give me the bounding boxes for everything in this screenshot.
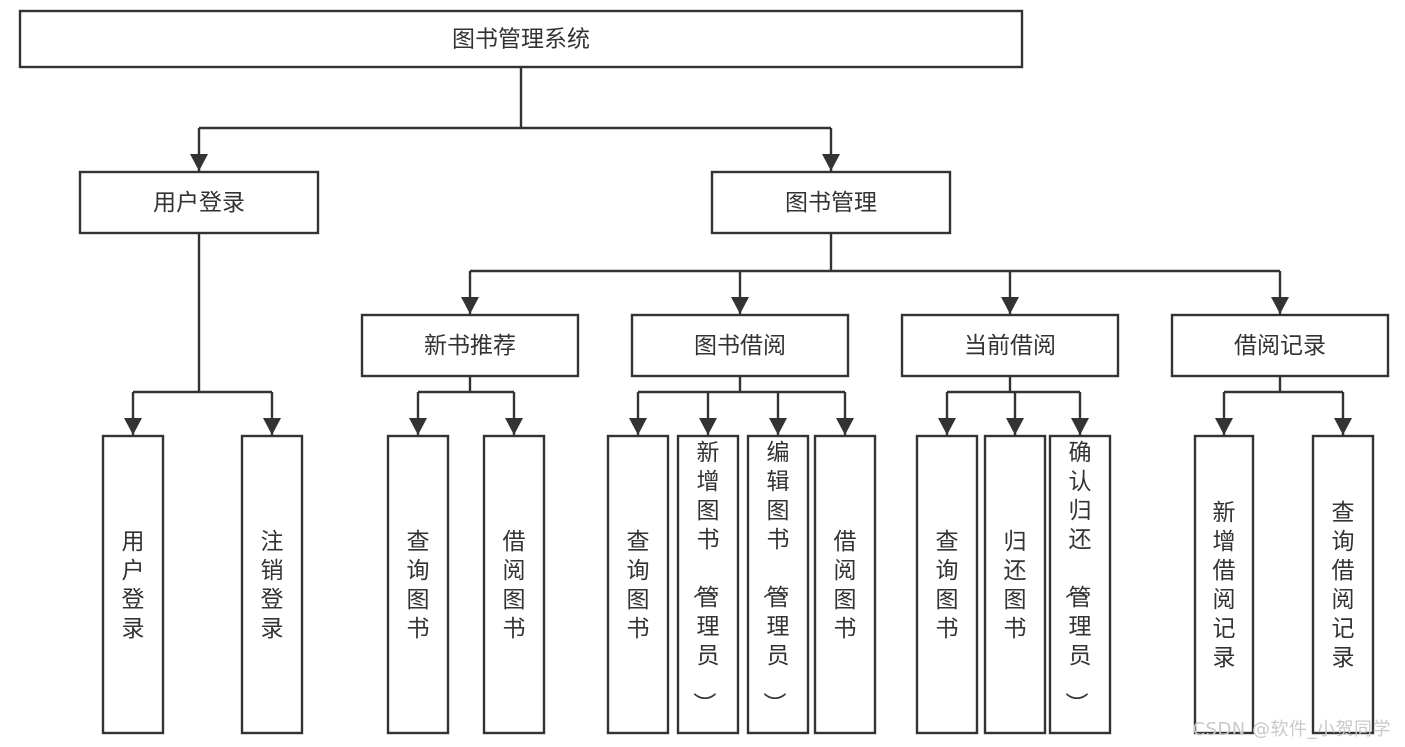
connector-group-current-borrow [938,376,1089,435]
arrow-head-icon [731,297,749,314]
node-box-leaf-edit-book [746,434,810,735]
node-label-book-manage: 图书管理 [785,190,877,216]
node-leaf-query-book-cb[interactable]: 查询图书 [915,434,979,735]
arrow-head-icon [1071,418,1089,435]
node-label-new-book-rec: 新书推荐 [424,333,516,359]
arrow-head-icon [1215,418,1233,435]
node-label-leaf-edit-book: 编辑图书（管理员） [761,440,790,715]
watermark: CSDN @软件_小贺同学 [1192,719,1391,740]
arrow-head-icon [263,418,281,435]
node-box-borrow-record [1170,313,1390,378]
node-label-leaf-query-book-rec: 查询图书 [407,529,430,642]
node-label-user-login: 用户登录 [153,190,245,216]
node-leaf-edit-book[interactable]: 编辑图书（管理员） [746,434,810,735]
node-label-leaf-borrow-book-rec: 借阅图书 [503,529,526,642]
arrow-head-icon [629,418,647,435]
node-leaf-borrow-book-bb[interactable]: 借阅图书 [813,434,877,735]
node-label-root: 图书管理系统 [452,27,590,53]
node-box-leaf-borrow-book-bb [813,434,877,735]
node-box-root [18,9,1024,69]
node-label-borrow-record: 借阅记录 [1234,333,1326,359]
node-box-leaf-user-login [101,434,165,735]
node-label-leaf-query-book-cb: 查询图书 [936,529,959,642]
node-book-borrow[interactable]: 图书借阅 [630,313,850,378]
node-box-current-borrow [900,313,1120,378]
node-label-leaf-add-record: 新增借阅记录 [1213,500,1236,671]
node-box-new-book-rec [360,313,580,378]
node-box-leaf-return-book [983,434,1047,735]
node-label-leaf-borrow-book-bb: 借阅图书 [834,529,857,642]
node-borrow-record[interactable]: 借阅记录 [1170,313,1390,378]
node-user-login[interactable]: 用户登录 [78,170,320,235]
node-new-book-rec[interactable]: 新书推荐 [360,313,580,378]
connector-group-book-manage [461,233,1289,314]
node-leaf-return-book[interactable]: 归还图书 [983,434,1047,735]
connector-group-book-borrow [629,376,854,435]
node-leaf-user-login[interactable]: 用户登录 [101,434,165,735]
node-label-leaf-query-record: 查询借阅记录 [1332,500,1355,671]
arrow-head-icon [1271,297,1289,314]
node-box-user-login [78,170,320,235]
arrow-head-icon [409,418,427,435]
arrow-head-icon [1006,418,1024,435]
node-box-leaf-query-book-rec [386,434,450,735]
node-leaf-add-book[interactable]: 新增图书（管理员） [676,434,740,735]
node-leaf-borrow-book-rec[interactable]: 借阅图书 [482,434,546,735]
node-label-leaf-confirm-return: 确认归还（管理员） [1063,440,1092,715]
arrow-head-icon [1001,297,1019,314]
node-box-leaf-query-record [1311,434,1375,735]
arrow-head-icon [124,418,142,435]
node-label-book-borrow: 图书借阅 [694,333,786,359]
node-box-book-borrow [630,313,850,378]
node-current-borrow[interactable]: 当前借阅 [900,313,1120,378]
arrow-head-icon [699,418,717,435]
connector-group-new-book-rec [409,376,523,435]
node-box-leaf-query-book-cb [915,434,979,735]
node-label-leaf-logout: 注销登录 [261,529,284,642]
node-root[interactable]: 图书管理系统 [18,9,1024,69]
node-leaf-confirm-return[interactable]: 确认归还（管理员） [1048,434,1112,735]
connector-group-borrow-record [1215,376,1352,435]
arrow-head-icon [461,297,479,314]
arrow-head-icon [190,154,208,171]
node-box-leaf-logout [240,434,304,735]
arrow-head-icon [938,418,956,435]
node-label-leaf-return-book: 归还图书 [1004,529,1027,642]
arrow-head-icon [822,154,840,171]
connector-group-user-login [124,233,281,435]
node-box-leaf-add-record [1193,434,1255,735]
node-book-manage[interactable]: 图书管理 [710,170,952,235]
arrow-head-icon [1334,418,1352,435]
node-leaf-logout[interactable]: 注销登录 [240,434,304,735]
arrow-head-icon [505,418,523,435]
node-label-leaf-user-login: 用户登录 [122,529,145,642]
connector-layer [124,67,1352,435]
node-label-leaf-add-book: 新增图书（管理员） [691,440,720,715]
arrow-head-icon [769,418,787,435]
node-leaf-query-record[interactable]: 查询借阅记录 [1311,434,1375,735]
node-leaf-query-book-rec[interactable]: 查询图书 [386,434,450,735]
node-leaf-add-record[interactable]: 新增借阅记录 [1193,434,1255,735]
node-label-current-borrow: 当前借阅 [964,333,1056,359]
arrow-head-icon [836,418,854,435]
connector-group-root [190,67,840,171]
node-label-leaf-query-book-bb: 查询图书 [627,529,650,642]
node-box-book-manage [710,170,952,235]
node-box-leaf-confirm-return [1048,434,1112,735]
node-leaf-query-book-bb[interactable]: 查询图书 [606,434,670,735]
node-box-leaf-borrow-book-rec [482,434,546,735]
node-box-leaf-query-book-bb [606,434,670,735]
node-box-leaf-add-book [676,434,740,735]
node-layer: 图书管理系统用户登录图书管理新书推荐图书借阅当前借阅借阅记录用户登录注销登录查询… [18,9,1390,735]
